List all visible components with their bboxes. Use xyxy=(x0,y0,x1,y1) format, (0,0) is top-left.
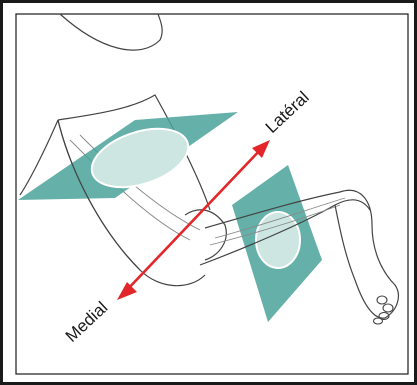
leg-plane-diagram: Latéral Medial xyxy=(0,0,417,385)
